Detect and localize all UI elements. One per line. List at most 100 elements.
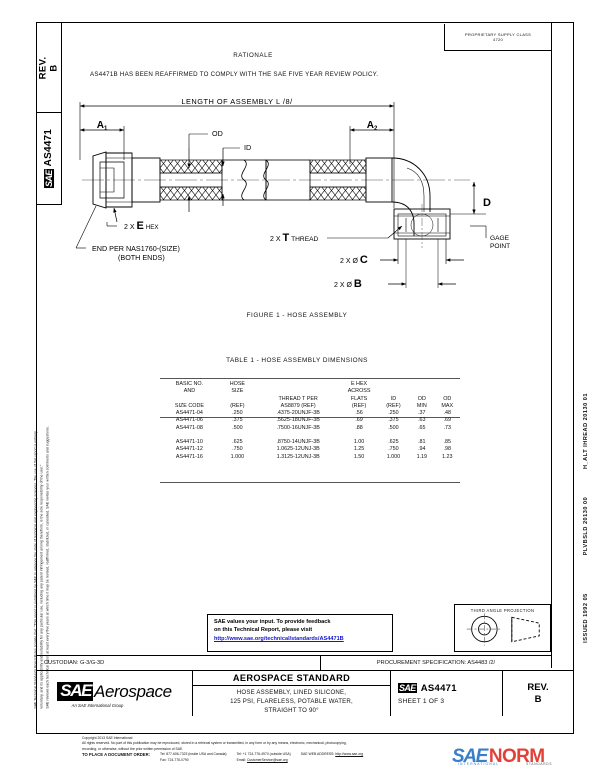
cell-ehex: 1.25: [353, 446, 365, 453]
cell-id: .375: [388, 417, 399, 424]
watermark-sub2-text: STANDARDS: [526, 762, 553, 766]
table-title: TABLE 1 - HOSE ASSEMBLY DIMENSIONS: [226, 357, 368, 364]
watermark-sub-text: INTERNATIONAL: [458, 762, 500, 766]
title-block-subtitle: HOSE ASSEMBLY, LINED SILICONE, 125 PSI, …: [230, 686, 353, 715]
th-odmax-1: OD: [443, 395, 452, 402]
th-odmax-spacer-2: [435, 388, 460, 395]
standard-tab: SAE AS4471: [37, 113, 62, 205]
feedback-line-1: SAE values your input. To provide feedba…: [214, 619, 331, 625]
cell-thread: 1.3125-12UNJ-3B: [276, 453, 320, 460]
th-odmax-spacer: [435, 378, 460, 388]
revision-label: REV.: [527, 681, 549, 693]
th-basic-1: BASIC NO.: [175, 381, 204, 387]
table-head: BASIC NO. HOSE E HEX AND SIZE ACROSS THR…: [160, 378, 460, 410]
cell-ehex: .88: [355, 424, 363, 431]
table-header-row-4: SIZE CODE (REF) AS8879 (REF) (REF) (REF)…: [160, 403, 460, 410]
cell-odmin: .37: [418, 410, 426, 417]
cell-odmin: .65: [418, 424, 426, 431]
footer-order-label: TO PLACE A DOCUMENT ORDER:: [82, 752, 151, 758]
th-ehex-1: E HEX: [350, 381, 368, 387]
footer-tel-us: Tel: 877-606-7323 (inside USA and Canada…: [160, 752, 227, 757]
title-block-number: SAE AS4471 SHEET 1 OF 3: [391, 671, 503, 716]
footer-contact-col-2: Tel: +1 724-776-4970 (outside USA) Email…: [237, 752, 291, 763]
cell-hose: .375: [232, 417, 243, 424]
watermark-sae-text: SAE: [452, 746, 488, 767]
cell-hose: .750: [232, 446, 243, 453]
feedback-line-2: on this Technical Report, please visit: [214, 627, 313, 634]
cell-id: .625: [388, 439, 399, 446]
th-thread-2: THREAD T PER: [278, 395, 318, 402]
table-rule-mid: [160, 417, 460, 418]
cell-ehex: 1.50: [353, 453, 365, 460]
cell-odmax: .48: [443, 410, 452, 417]
hose-assembly-figure: LENGTH OF ASSEMBLY L /8/ A1 A2: [62, 96, 544, 326]
title-block: SAE Aerospace An SAE International Group…: [37, 670, 573, 716]
footer-copyright: Copyright 2013 SAE International: [82, 736, 133, 740]
table-row: AS4471-16 1.000 1.3125-12UNJ-3B 1.50 1.0…: [160, 454, 460, 461]
cell-basic: AS4471-08: [175, 424, 203, 431]
supply-class-label: PROPRIETARY SUPPLY CLASS: [464, 31, 532, 37]
th-odmin-1: OD: [417, 395, 426, 402]
th-basic-4: SIZE CODE: [174, 402, 204, 409]
th-id-2: (REF): [386, 402, 401, 409]
footer-tel-intl: Tel: +1 724-776-4970 (outside USA): [236, 752, 291, 757]
title-block-revision: REV. B: [503, 671, 573, 716]
cell-id: .750: [388, 446, 399, 453]
figure-d-label: D: [483, 197, 491, 209]
th-hose-1: HOSE: [229, 381, 246, 387]
sae-norm-watermark: SAE NORM INTERNATIONAL STANDARDS: [452, 742, 598, 772]
hose-assembly-drawing: LENGTH OF ASSEMBLY L /8/ A1 A2: [75, 97, 510, 290]
cell-basic: AS4471-10: [175, 439, 203, 446]
table-header-row-3: THREAD T PER FLATS ID OD OD: [160, 396, 460, 403]
footer-fax: Fax: 724-776-0790: [160, 757, 189, 762]
cell-id: .250: [388, 410, 399, 417]
table-row: AS4471-12 .750 1.0625-12UNJ-3B 1.25 .750…: [160, 446, 460, 453]
cell-odmax: .98: [443, 446, 452, 453]
rev-tab-label: REV.: [37, 56, 49, 79]
table-header-row-1: BASIC NO. HOSE E HEX: [160, 378, 460, 388]
legal-line-2: voluntary, and its applicability and sui…: [39, 464, 44, 709]
table-row: AS4471-08 .500 .7500-16UNJF-3B .88 .500 …: [160, 425, 460, 432]
aerospace-wordmark: Aerospace: [94, 681, 172, 701]
figure-gage-label-1: GAGE: [490, 235, 510, 242]
th-id-spacer-2: [378, 388, 409, 395]
figure-dia-c-label: 2 X Ø C: [340, 254, 368, 266]
th-ehex-2: ACROSS: [347, 388, 371, 395]
cell-basic: AS4471-12: [175, 446, 203, 453]
cell-thread: .5625-18UNJF-3B: [276, 417, 320, 424]
cell-ehex: 1.00: [353, 439, 365, 446]
cell-basic: AS4471-06: [175, 417, 203, 424]
figure-id-label: ID: [244, 143, 251, 152]
projection-title: THIRD ANGLE PROJECTION: [470, 608, 535, 613]
th-id-spacer: [378, 378, 409, 388]
cell-thread: 1.0625-12UNJ-3B: [276, 446, 320, 453]
table-rule-top: [160, 378, 460, 380]
feedback-link[interactable]: http://www.sae.org/technical/standards/A…: [214, 635, 344, 642]
sae-badge-icon: SAE: [398, 683, 417, 693]
footer-email-link[interactable]: CustomerService@sae.org: [246, 757, 288, 762]
footer-web-link[interactable]: http://www.sae.org: [335, 752, 364, 757]
th-hose-3: [219, 396, 256, 403]
cell-hose: 1.000: [230, 453, 245, 460]
cell-hose: .250: [232, 410, 243, 417]
right-rail: [551, 23, 573, 668]
cell-odmax: 1.23: [442, 453, 453, 460]
sae-group-tagline: An SAE International Group: [71, 702, 124, 708]
figure-end-spec-2: (BOTH ENDS): [118, 253, 165, 262]
cell-basic: AS4471-04: [175, 410, 203, 417]
th-hose-2: SIZE: [231, 388, 244, 395]
th-odmin-2: MIN: [416, 402, 427, 409]
figure-od-label: OD: [212, 129, 223, 138]
cell-odmin: .94: [418, 446, 426, 453]
cell-odmin: .81: [418, 439, 426, 446]
th-basic-3: [160, 396, 219, 403]
subtitle-line-3: STRAIGHT TO 90°: [264, 706, 319, 714]
cell-odmax: .69: [443, 417, 452, 424]
footer-rights-1: All rights reserved. No part of this pub…: [82, 741, 347, 746]
figure-caption: FIGURE 1 - HOSE ASSEMBLY: [246, 312, 348, 319]
supply-class-box: PROPRIETARY SUPPLY CLASS 4720: [444, 24, 551, 51]
figure-tthread-label: 2 X T THREAD: [270, 232, 318, 244]
gap-cell: [160, 432, 460, 439]
cell-odmax: .73: [443, 424, 452, 431]
title-block-title: AEROSPACE STANDARD HOSE ASSEMBLY, LINED …: [193, 671, 391, 716]
